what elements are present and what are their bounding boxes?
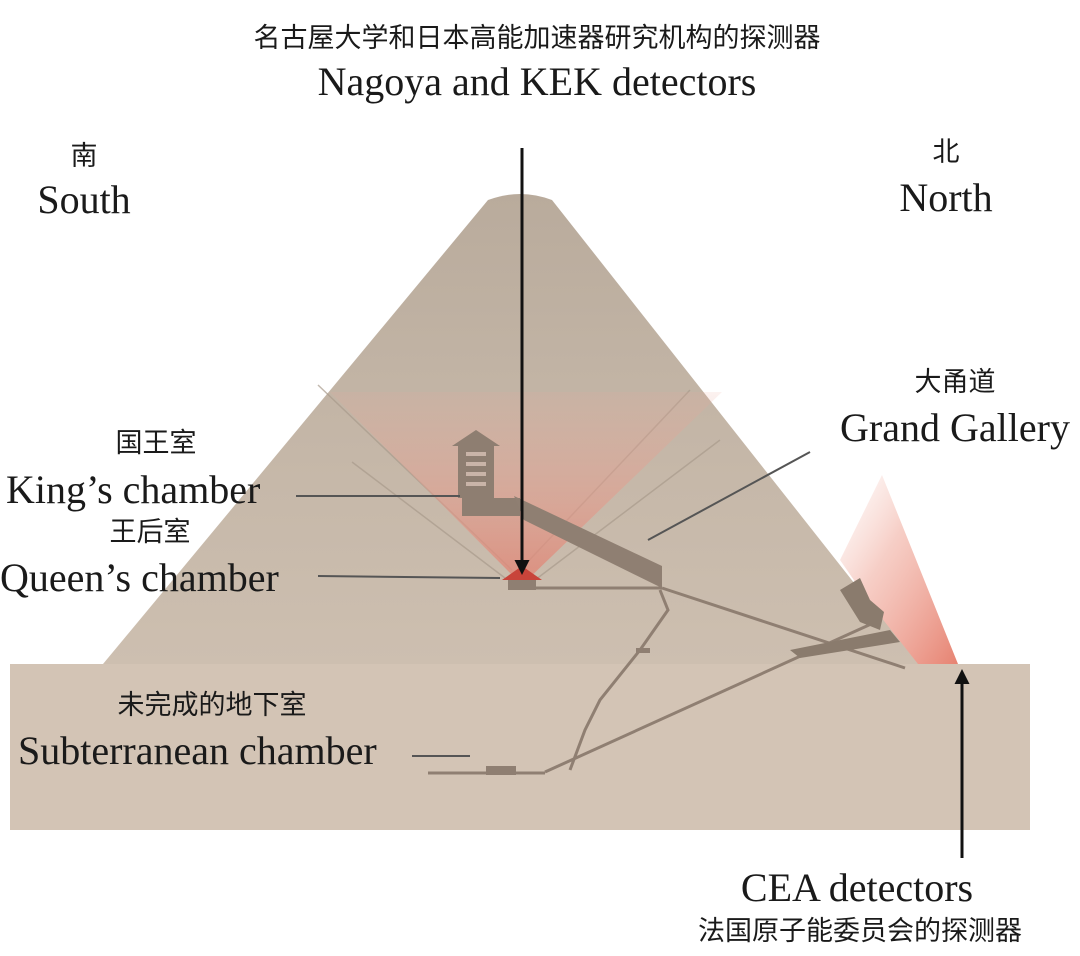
kings-chamber-label-en: King’s chamber <box>6 467 261 512</box>
ground-block <box>10 664 1030 830</box>
queens-chamber-floor <box>508 580 536 590</box>
leader-lines <box>296 451 811 757</box>
cea-detection-cone <box>840 475 958 664</box>
nagoya-kek-label-zh: 名古屋大学和日本高能加速器研究机构的探测器 <box>253 23 821 54</box>
queens-chamber-label-en: Queen’s chamber <box>0 555 279 600</box>
kings-chamber-label-zh: 国王室 <box>115 428 197 459</box>
cea-detectors-label-zh: 法国原子能委员会的探测器 <box>698 916 1022 947</box>
nagoya-kek-label-en: Nagoya and KEK detectors <box>317 59 757 104</box>
descending-passage-block <box>636 648 650 653</box>
south-label-en: South <box>37 177 131 222</box>
nagoya-kek-detection-cone <box>330 392 722 585</box>
subterranean-chamber-label-en: Subterranean chamber <box>18 728 377 773</box>
grand-gallery-label-en: Grand Gallery <box>840 405 1070 450</box>
cea-detectors-label-en: CEA detectors <box>740 865 974 910</box>
queens-chamber-label-zh: 王后室 <box>109 517 191 548</box>
north-entrance-detail <box>790 578 900 658</box>
subterranean-chamber-label-zh: 未完成的地下室 <box>117 690 307 721</box>
grand-gallery-label-zh: 大甬道 <box>914 367 996 398</box>
subterranean-chamber-structure <box>486 766 516 775</box>
kings-chamber-structure <box>452 430 520 516</box>
north-label-en: North <box>899 175 993 220</box>
south-label-zh: 南 <box>70 141 98 172</box>
north-label-zh: 北 <box>932 137 960 168</box>
grand-gallery-passage <box>514 496 662 588</box>
